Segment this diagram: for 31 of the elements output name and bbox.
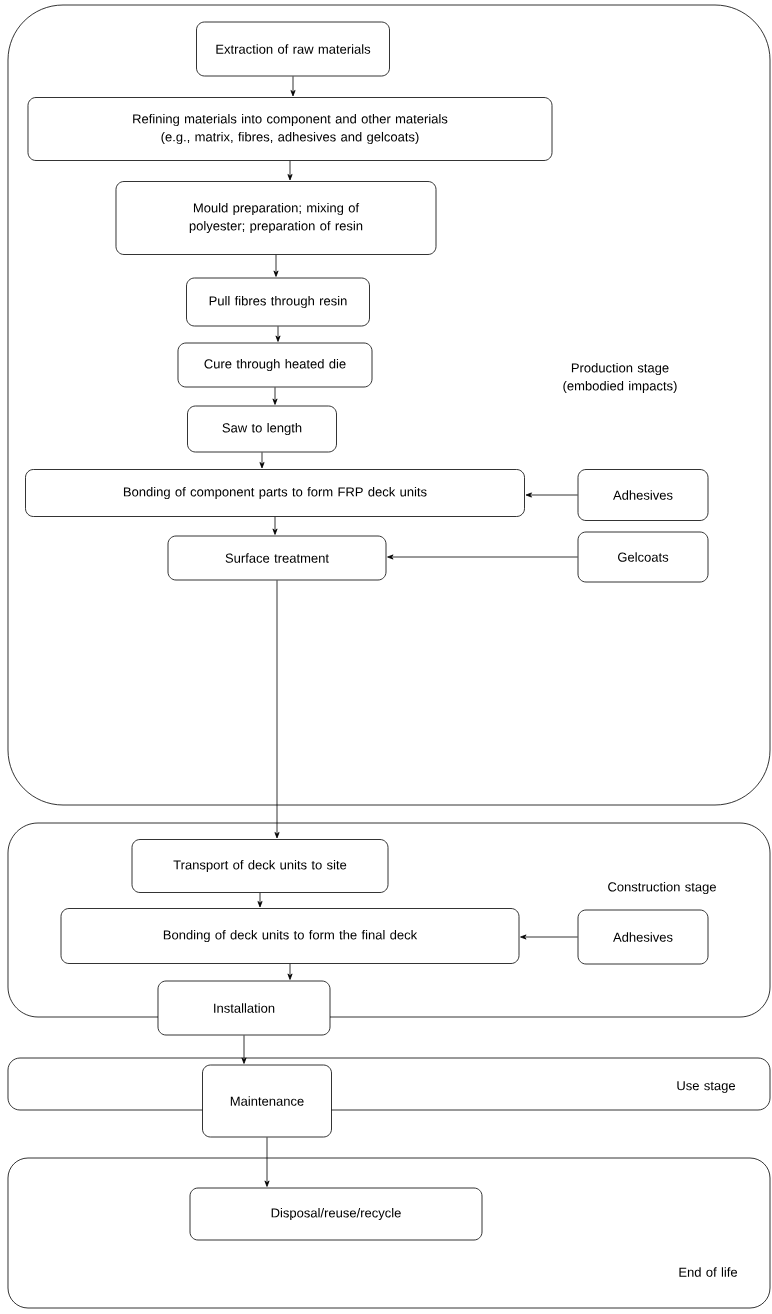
arrow bbox=[272, 387, 278, 405]
arrow bbox=[274, 580, 280, 839]
arrow bbox=[275, 326, 281, 342]
process-box: Refining materials into component and other materials (e.g., matrix, fibres, adhesives and gelcoats) bbox=[27, 97, 553, 161]
arrow bbox=[525, 492, 578, 498]
process-box: Mould preparation; mixing of polyester; preparation of resin bbox=[115, 181, 437, 255]
process-box: Disposal/reuse/recycle bbox=[189, 1187, 483, 1241]
process-box: Installation bbox=[157, 980, 331, 1036]
process-box: Adhesives bbox=[577, 469, 709, 521]
process-box: Maintenance bbox=[202, 1064, 332, 1138]
arrow bbox=[264, 1137, 270, 1187]
arrow bbox=[387, 554, 578, 560]
process-box: Adhesives bbox=[577, 909, 709, 965]
arrow bbox=[520, 934, 578, 940]
arrow bbox=[273, 254, 279, 277]
process-box: Bonding of component parts to form FRP deck units bbox=[25, 469, 525, 517]
process-box: Surface treatment bbox=[167, 535, 387, 581]
process-box: Transport of deck units to site bbox=[131, 839, 389, 893]
process-box: Saw to length bbox=[187, 405, 337, 453]
arrow bbox=[259, 452, 265, 469]
arrow bbox=[272, 516, 278, 535]
process-box: Cure through heated die bbox=[177, 342, 373, 388]
process-box: Pull fibres through resin bbox=[186, 277, 370, 327]
process-box: Extraction of raw materials bbox=[196, 21, 390, 77]
arrow bbox=[287, 963, 293, 980]
process-box: Bonding of deck units to form the final deck bbox=[60, 908, 520, 964]
arrow bbox=[287, 160, 293, 181]
process-box: Gelcoats bbox=[577, 531, 709, 583]
arrow bbox=[257, 892, 263, 908]
arrow bbox=[241, 1035, 247, 1064]
arrow bbox=[290, 76, 296, 97]
